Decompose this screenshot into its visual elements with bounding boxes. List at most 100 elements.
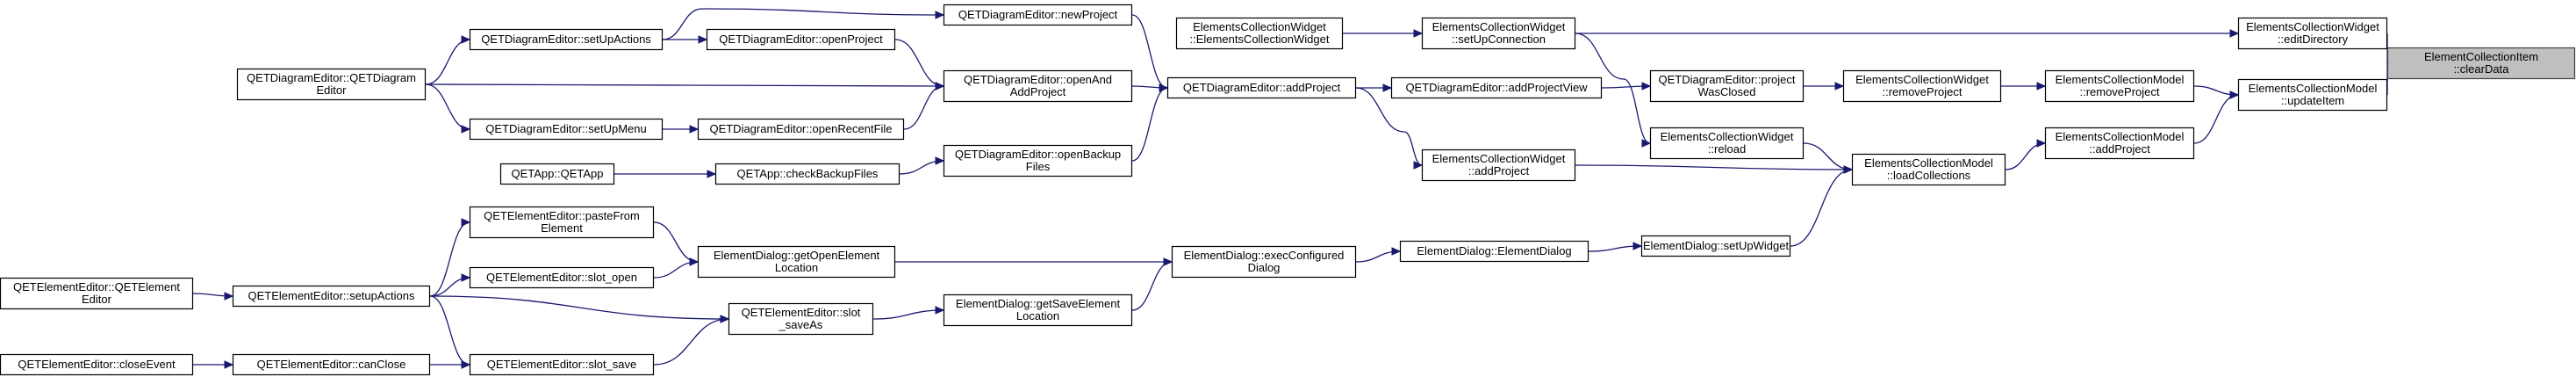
arrowhead-icon (935, 306, 945, 315)
node-box (1175, 17, 1344, 50)
node-box (1649, 127, 1805, 160)
node-label-line: QETDiagramEditor::addProjectView (1405, 81, 1588, 94)
arrowhead-icon (1843, 165, 1854, 174)
arrowhead-icon (461, 218, 471, 227)
node-box (2044, 127, 2195, 160)
node-qetdiagrameditor-setupmenu[interactable]: QETDiagramEditor::setUpMenu (469, 118, 664, 141)
node-elementscollectionwidget-elementscollectionwidget[interactable]: ElementsCollectionWidget::ElementsCollec… (1175, 17, 1344, 50)
node-box (1171, 245, 1357, 279)
node-label-line: QETDiagramEditor::openAnd (964, 73, 1112, 86)
node-box (0, 277, 194, 310)
node-label-line: ElementsCollectionModel (2056, 130, 2185, 143)
arrowhead-icon (461, 360, 471, 369)
node-elementscollectionwidget-addproject[interactable]: ElementsCollectionWidget::addProject (1421, 149, 1576, 182)
node-box (943, 69, 1133, 103)
node-qetdiagrameditor-addproject[interactable]: QETDiagramEditor::addProject (1166, 76, 1357, 99)
arrowhead-icon (1382, 83, 1393, 92)
node-elementscollectionmodel-updateitem[interactable]: ElementsCollectionModel::updateItem (2237, 78, 2388, 112)
arrowhead-icon (935, 11, 945, 19)
edge-n24-to-n21 (1790, 169, 1853, 247)
node-label-line: ::ElementsCollectionWidget (1190, 33, 1330, 46)
node-label-line: ElementDialog::setUpWidget (1643, 239, 1790, 252)
arrowhead-icon (2036, 139, 2047, 148)
node-label-line: ElementsCollectionWidget (1432, 20, 1566, 33)
node-box (697, 245, 896, 279)
node-label-line: ElementDialog::ElementDialog (1417, 244, 1571, 257)
node-elementscollectionwidget-editdirectory[interactable]: ElementsCollectionWidget::editDirectory (2237, 17, 2388, 50)
node-label-line: ::removeProject (2079, 85, 2159, 98)
node-label-line: ElementCollectionItem (2424, 50, 2538, 63)
node-qetapp-qetapp[interactable]: QETApp::QETApp (499, 163, 615, 185)
node-elementdialog-elementdialog[interactable]: ElementDialog::ElementDialog (1399, 240, 1589, 263)
node-qetelementeditor-slot-open[interactable]: QETElementEditor::slot_open (469, 266, 655, 289)
node-qetelementeditor-slot-save[interactable]: QETElementEditor::slot_save (469, 353, 655, 376)
node-qetapp-checkbackupfiles[interactable]: QETApp::checkBackupFiles (714, 163, 901, 185)
arrowhead-icon (1641, 82, 1652, 91)
node-elementscollectionmodel-removeproject[interactable]: ElementsCollectionModel::removeProject (2044, 69, 2195, 103)
node-label-line: ElementsCollectionWidget (2246, 20, 2379, 33)
node-box (1399, 240, 1589, 263)
node-label-line: QETElementEditor::setupActions (248, 289, 415, 302)
node-qetdiagrameditor-qetdiagrameditor[interactable]: QETDiagramEditor::QETDiagramEditor (236, 68, 427, 101)
node-label-line: QETDiagramEditor::addProject (1183, 81, 1341, 94)
node-label-line: Dialog (1248, 261, 1281, 274)
node-qetelementeditor-slot-saveas[interactable]: QETElementEditor::slot_saveAs (728, 302, 874, 336)
node-box (714, 163, 901, 185)
node-elementcollectionitem-cleardata[interactable]: ElementCollectionItem::clearData (2386, 47, 2576, 80)
node-box (1421, 17, 1576, 50)
node-label-line: QETElementEditor::closeEvent (18, 358, 176, 371)
node-box (1851, 153, 2006, 186)
edge-n15-to-n14 (425, 39, 470, 85)
arrowhead-icon (2229, 91, 2240, 99)
arrowhead-icon (1159, 83, 1169, 92)
node-elementscollectionmodel-loadcollections[interactable]: ElementsCollectionModel::loadCollections (1851, 153, 2006, 186)
arrowhead-icon (1163, 257, 1173, 266)
node-qetelementeditor-setupactions[interactable]: QETElementEditor::setupActions (232, 285, 431, 308)
node-qetdiagrameditor-newproject[interactable]: QETDiagramEditor::newProject (943, 4, 1133, 26)
arrowhead-icon (1641, 139, 1652, 148)
node-elementscollectionwidget-reload[interactable]: ElementsCollectionWidget::reload (1649, 127, 1805, 160)
node-qetdiagrameditor-openproject[interactable]: QETDiagramEditor::openProject (706, 28, 896, 51)
edge-n3-to-n23 (1575, 33, 1651, 144)
node-elementscollectionmodel-addproject[interactable]: ElementsCollectionModel::addProject (2044, 127, 2195, 160)
node-box (706, 28, 896, 51)
node-label-line: ElementsCollectionWidget (1855, 73, 1989, 86)
edge-n15-to-n18 (425, 83, 470, 130)
node-qetelementeditor-canclose[interactable]: QETElementEditor::canClose (232, 353, 431, 376)
node-qetdiagrameditor-openrecentfile[interactable]: QETDiagramEditor::openRecentFile (697, 118, 905, 141)
node-label-line: ElementsCollectionModel (2249, 82, 2378, 95)
node-box (1390, 76, 1603, 99)
node-qetdiagrameditor-addprojectview[interactable]: QETDiagramEditor::addProjectView (1390, 76, 1603, 99)
node-box (469, 118, 664, 141)
node-label-line: QETElementEditor::canClose (257, 358, 406, 371)
node-box (469, 28, 664, 51)
node-label-line: QETElementEditor::QETElement (13, 280, 180, 293)
node-label-line: ::reload (1708, 142, 1746, 156)
node-elementscollectionwidget-removeproject[interactable]: ElementsCollectionWidget::removeProject (1842, 69, 2002, 103)
node-label-line: Files (1026, 160, 1051, 173)
node-qetelementeditor-qetelementeditor[interactable]: QETElementEditor::QETElementEditor (0, 277, 194, 310)
edge-n23-to-n21 (1803, 142, 1853, 170)
edge-n30-to-n33 (429, 295, 470, 366)
node-box (1842, 69, 2002, 103)
arrowhead-icon (461, 35, 471, 44)
node-elementscollectionwidget-setupconnection[interactable]: ElementsCollectionWidget::setUpConnectio… (1421, 17, 1576, 50)
edge-n30-to-n32 (429, 295, 729, 320)
node-elementdialog-setupwidget[interactable]: ElementDialog::setUpWidget (1640, 235, 1791, 257)
node-box (2386, 47, 2576, 80)
node-label-line: QETApp::checkBackupFiles (737, 167, 879, 180)
node-box (1421, 149, 1576, 182)
node-qetelementeditor-closeevent[interactable]: QETElementEditor::closeEvent (0, 353, 194, 376)
node-qetdiagrameditor-setupactions[interactable]: QETDiagramEditor::setUpActions (469, 28, 664, 51)
node-label-line: QETElementEditor::slot (742, 306, 861, 319)
node-box (943, 144, 1133, 178)
node-label-line: ::setUpConnection (1452, 33, 1546, 46)
node-box (469, 353, 655, 376)
